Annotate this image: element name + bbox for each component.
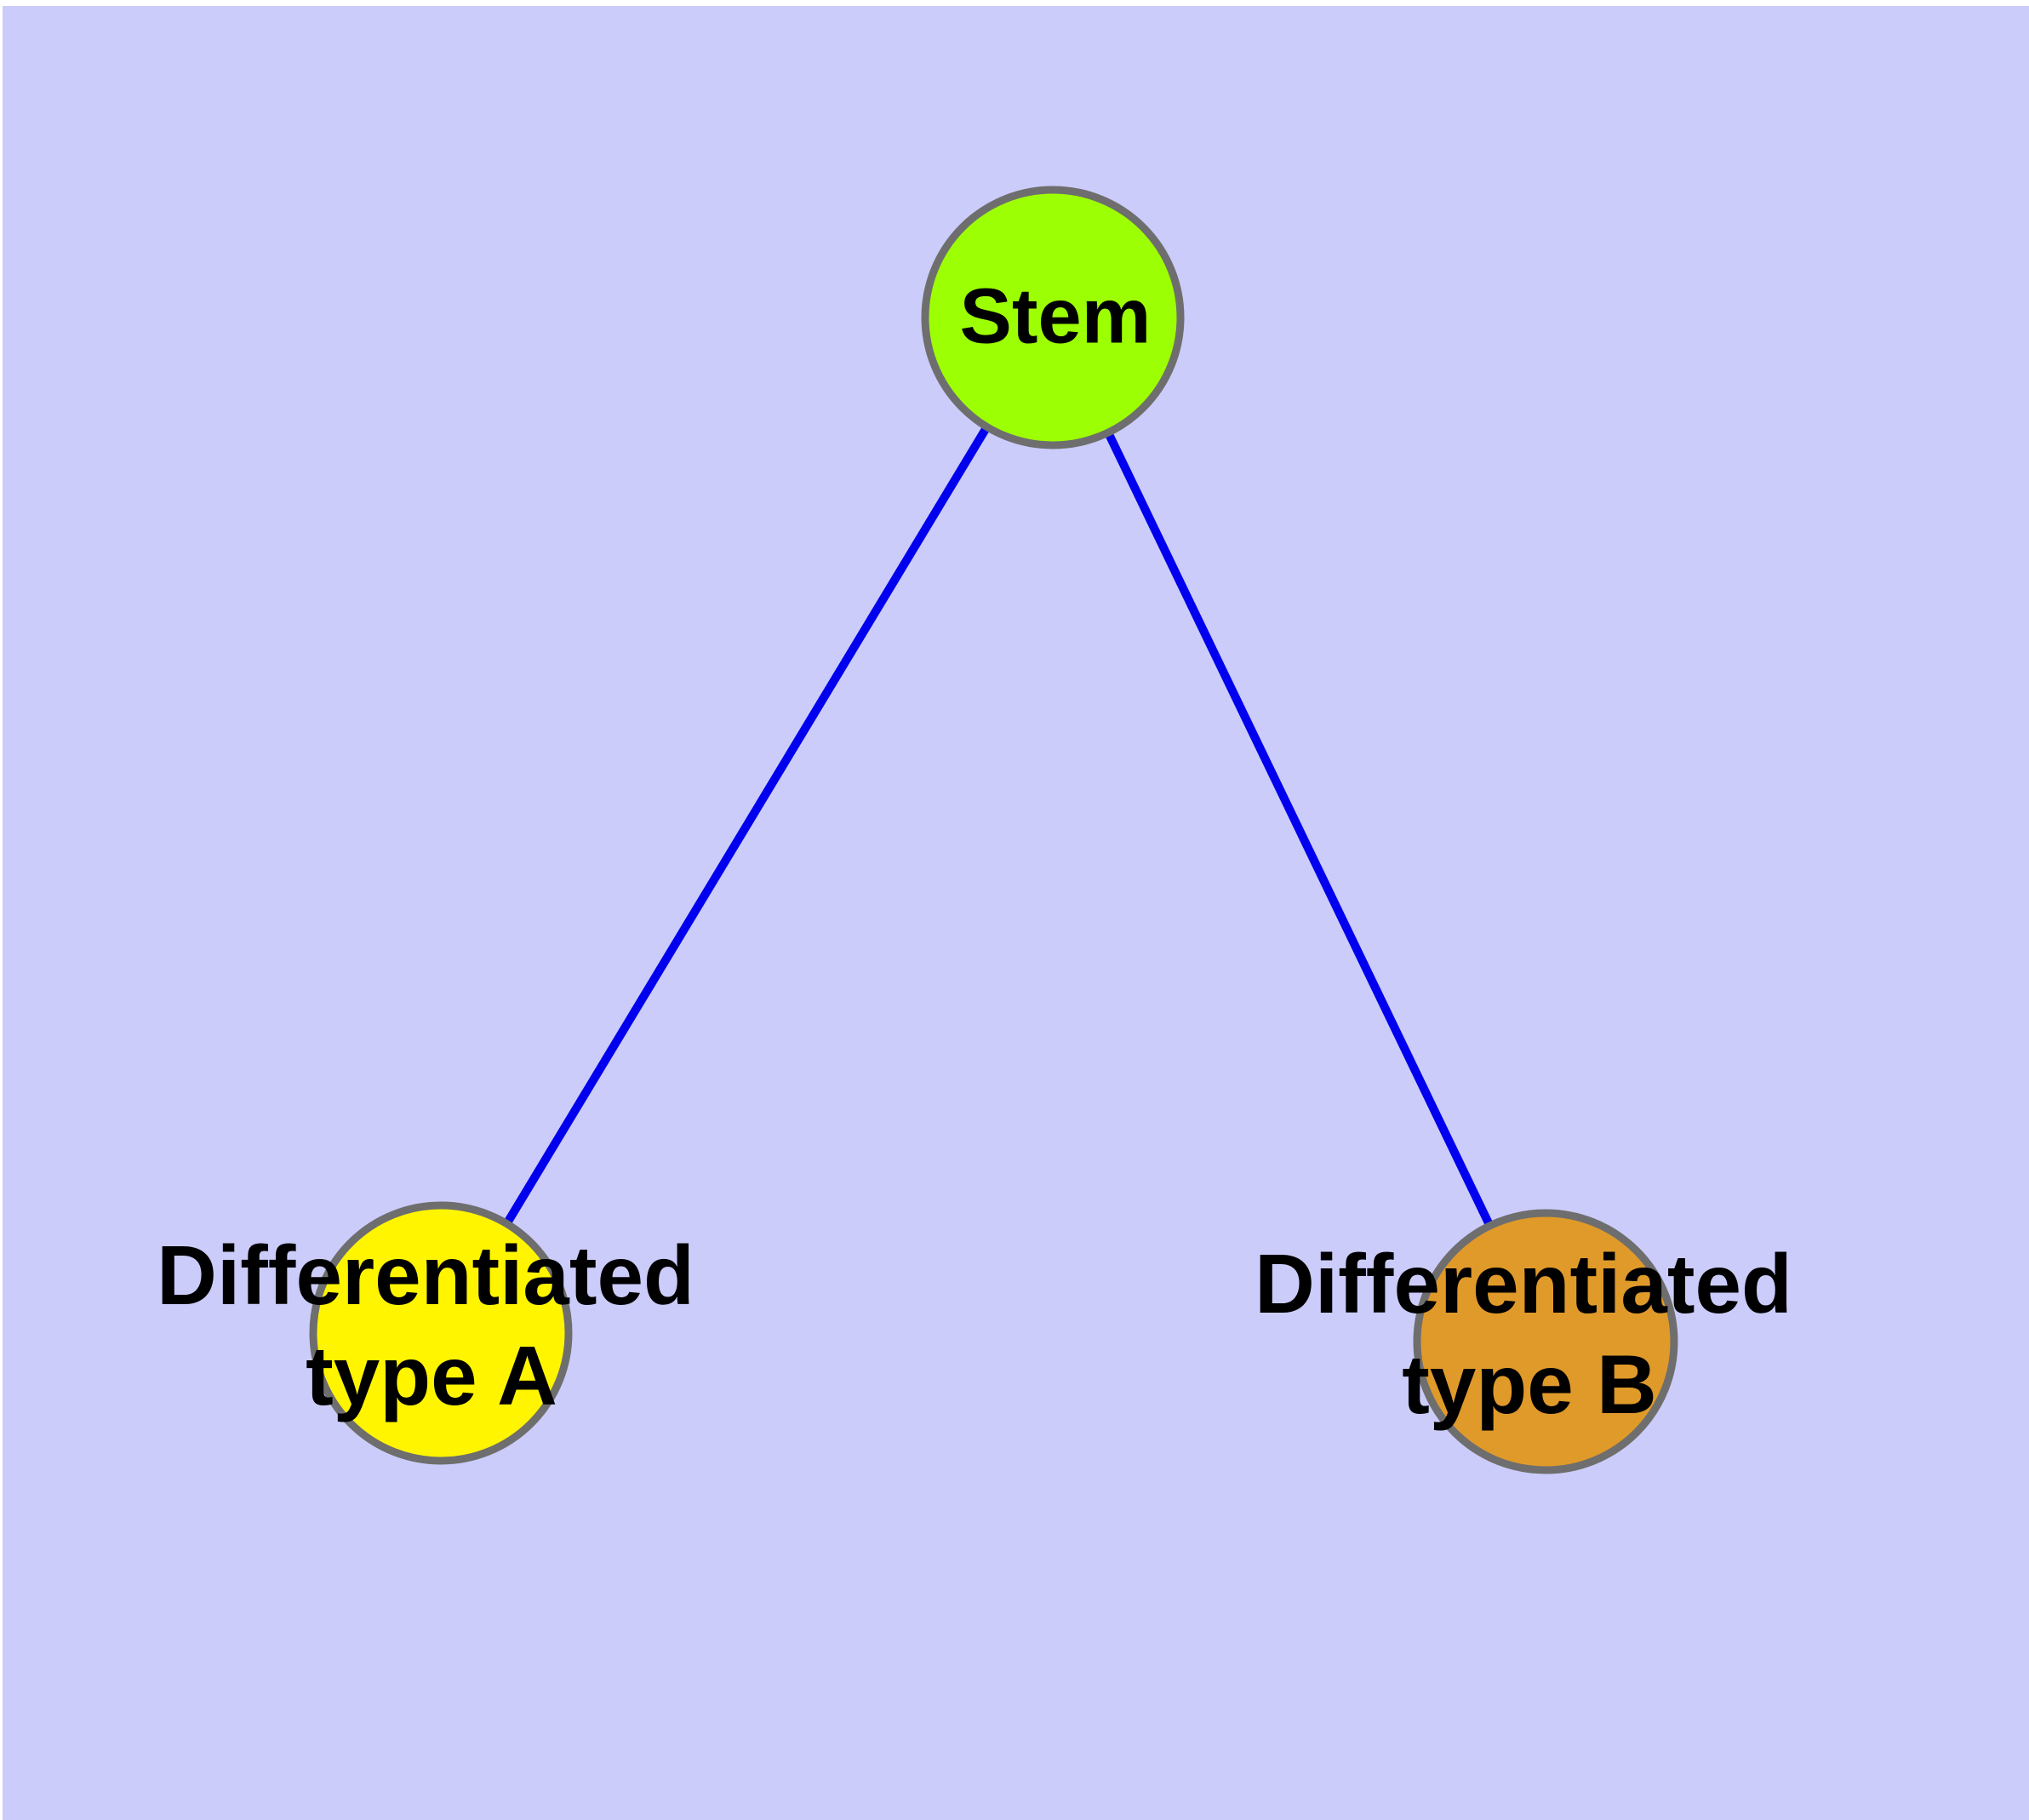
- node-stem[interactable]: [921, 186, 1185, 449]
- node-label-differentiated-type-b-line2: type B: [1402, 1337, 1657, 1431]
- edge-stem-to-differentiated-type-b[interactable]: [1049, 315, 1550, 1344]
- node-label-differentiated-type-a-line2: type A: [306, 1329, 557, 1422]
- node-circle-differentiated-type-b[interactable]: [1413, 1209, 1678, 1474]
- edge-stem-to-differentiated-type-a[interactable]: [437, 315, 1057, 1336]
- node-circle-differentiated-type-a[interactable]: [309, 1201, 573, 1465]
- node-label-differentiated-type-b-line1: Differentiated: [1255, 1237, 1792, 1331]
- node-label-stem: Stem: [960, 272, 1152, 359]
- node-differentiated-type-a[interactable]: [309, 1201, 573, 1465]
- node-differentiated-type-b[interactable]: [1413, 1209, 1678, 1474]
- label-layer: Stem Differentiated type A Differentiate…: [157, 272, 1792, 1431]
- node-label-differentiated-type-a-line1: Differentiated: [157, 1228, 694, 1322]
- edge-layer: [437, 315, 1550, 1344]
- node-circle-stem[interactable]: [921, 186, 1185, 449]
